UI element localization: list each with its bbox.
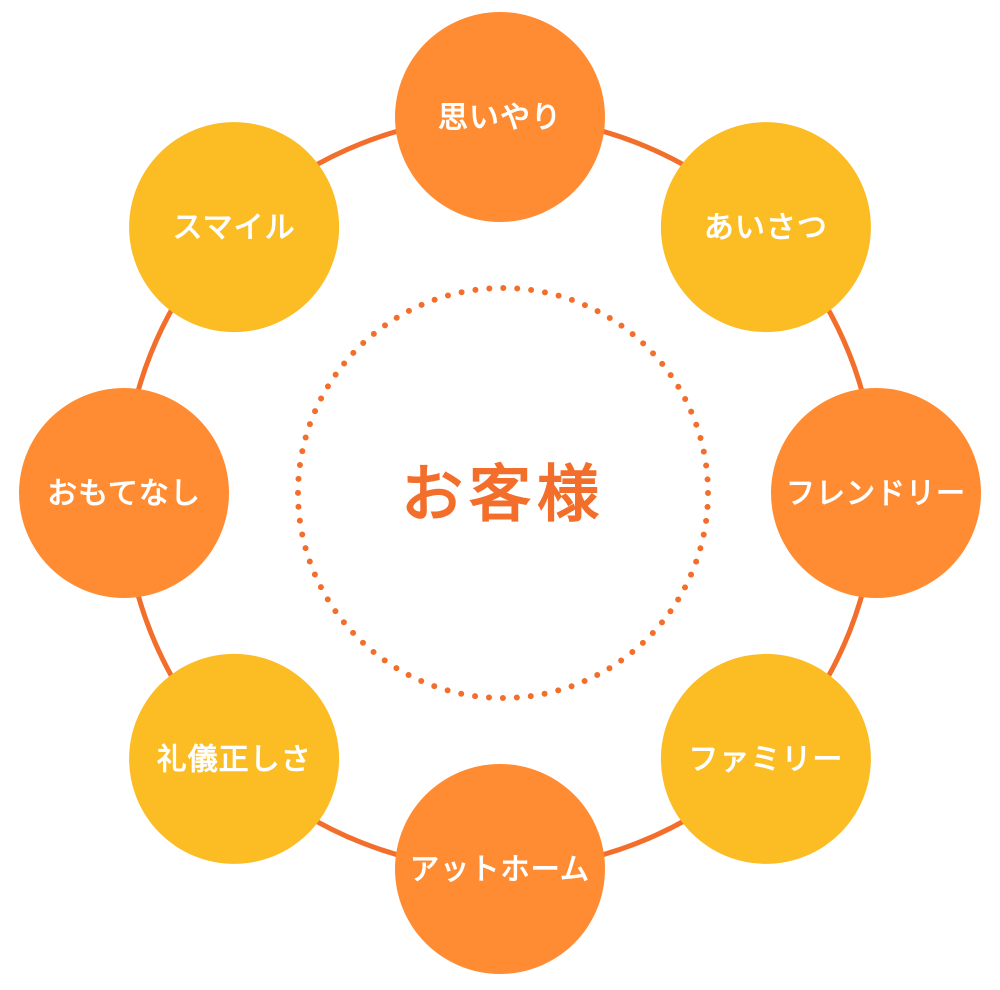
value-node-label: フレンドリー [786,477,966,512]
value-node-label: おもてなし [47,477,201,512]
value-node: フレンドリー [771,388,981,598]
value-node-circle [771,388,981,598]
value-node-circle [395,764,605,974]
value-node-label: 思いやり [438,101,562,136]
value-node: 思いやり [395,12,605,222]
value-node-circle [19,388,229,598]
value-node-label: 礼儀正しさ [157,742,312,777]
value-node-circle [660,122,871,333]
value-node: アットホーム [395,764,605,974]
value-node-circle [129,122,340,333]
value-node-label: あいさつ [704,211,828,246]
center-label: お客様 [401,458,605,531]
value-node-circle [395,12,605,222]
value-node-label: アットホーム [410,853,590,888]
value-node: ファミリー [660,653,871,864]
value-node: あいさつ [660,122,871,333]
value-node-circle [660,653,871,864]
center-dotted-ring [295,285,711,701]
value-node-label: ファミリー [688,742,843,777]
value-node: 礼儀正しさ [129,653,340,864]
value-node-label: スマイル [173,211,296,246]
value-node: スマイル [129,122,340,333]
value-node-circle [129,653,340,864]
value-node: おもてなし [19,388,229,598]
